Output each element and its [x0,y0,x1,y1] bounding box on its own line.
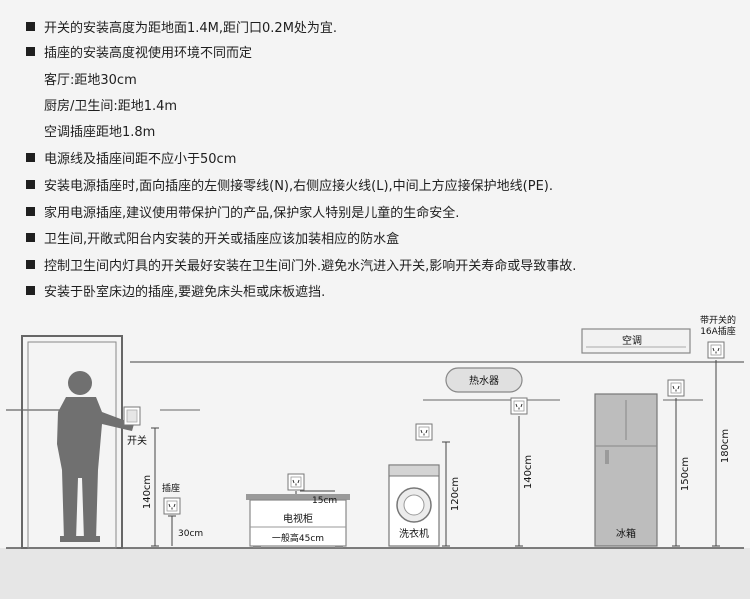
rule-text: 卫生间,开敞式阳台内安装的开关或插座应该加装相应的防水盒 [44,232,400,247]
water-heater-height-label: 140cm [523,455,534,489]
tv-cabinet-label: 电视柜 [283,512,313,525]
tv-cabinet-height-label: 一般高45cm [272,532,324,544]
rule-item: 开关的安装高度为距地面1.4M,距门口0.2M处为宜. [26,20,337,38]
water-heater-socket-icon [510,397,528,415]
fridge-label: 冰箱 [616,527,636,540]
rule-item: 家用电源插座,建议使用带保护门的产品,保护家人特别是儿童的生命安全. [26,205,459,223]
rule-item: 控制卫生间内灯具的开关最好安装在卫生间门外.避免水汽进入开关,影响开关寿命或导致… [26,258,576,276]
ac-socket-icon [707,341,725,359]
rule-item: 卫生间,开敞式阳台内安装的开关或插座应该加装相应的防水盒 [26,231,399,249]
rule-text: 客厅:距地30cm [44,73,137,88]
bullet-icon [26,22,35,31]
wall-switch-icon [123,406,141,426]
socket-label: 插座 [162,482,180,494]
rule-item: 安装电源插座时,面向插座的左侧接零线(N),右侧应接火线(L),中间上方应接保护… [26,178,553,196]
rule-subitem: 空调插座距地1.8m [44,124,155,142]
washer-height-label: 120cm [450,477,461,511]
air-conditioner [581,328,691,354]
tv-cabinet [246,494,350,548]
installation-rules: 开关的安装高度为距地面1.4M,距门口0.2M处为宜. 插座的安装高度视使用环境… [26,20,576,302]
floor-area [0,548,750,599]
fridge-height-label: 150cm [680,457,691,491]
rule-text: 安装电源插座时,面向插座的左侧接零线(N),右侧应接火线(L),中间上方应接保护… [44,179,553,194]
rule-text: 插座的安装高度视使用环境不同而定 [44,46,253,61]
socket-height-label: 30cm [178,529,203,539]
fridge-height-dimension [672,398,680,547]
washer-socket-icon [415,423,433,441]
rule-text: 空调插座距地1.8m [44,125,156,140]
rule-item: 插座的安装高度视使用环境不同而定 [26,45,252,63]
switch-height-label: 140cm [142,475,153,509]
ac-height-label: 180cm [720,429,731,463]
bullet-icon [26,260,35,269]
tv-socket-icon [287,473,305,491]
rule-text: 电源线及插座间距不应小于50cm [44,152,237,167]
bullet-icon [26,47,35,56]
bullet-icon [26,180,35,189]
person-silhouette [57,371,134,542]
rule-subitem: 客厅:距地30cm [44,72,137,90]
tv-socket-gap-label: 15cm [312,496,337,506]
rule-text: 家用电源插座,建议使用带保护门的产品,保护家人特别是儿童的生命安全. [44,206,460,221]
refrigerator [594,393,658,547]
switch-height-dimension [151,427,159,547]
rule-item: 电源线及插座间距不应小于50cm [26,151,236,169]
ac-socket-label-line2: 16A插座 [700,325,736,337]
bullet-icon [26,207,35,216]
ac-height-dimension [712,360,720,547]
bullet-icon [26,233,35,242]
bullet-icon [26,153,35,162]
rule-text: 开关的安装高度为距地面1.4M,距门口0.2M处为宜. [44,21,338,36]
door-frame [21,335,123,549]
rule-subitem: 厨房/卫生间:距地1.4m [44,98,177,116]
rule-text: 控制卫生间内灯具的开关最好安装在卫生间门外.避免水汽进入开关,影响开关寿命或导致… [44,259,577,274]
water-heater [445,367,523,393]
switch-label: 开关 [127,434,147,447]
ac-label: 空调 [622,334,642,347]
washer-height-dimension [442,441,450,547]
water-heater-label: 热水器 [469,374,499,387]
rule-text: 厨房/卫生间:距地1.4m [44,99,178,114]
living-room-socket-icon [163,497,181,515]
water-heater-height-dimension [515,416,523,547]
ac-socket-label-line1: 带开关的 [700,314,736,326]
socket-height-dimension [168,515,176,546]
bullet-icon [26,286,35,295]
washing-machine [388,464,440,547]
fridge-socket-icon [667,379,685,397]
tv-socket-gap-dimension [295,490,335,494]
washer-label: 洗衣机 [399,527,429,540]
rule-item: 安装于卧室床边的插座,要避免床头柜或床板遮挡. [26,284,325,302]
rule-text: 安装于卧室床边的插座,要避免床头柜或床板遮挡. [44,285,326,300]
